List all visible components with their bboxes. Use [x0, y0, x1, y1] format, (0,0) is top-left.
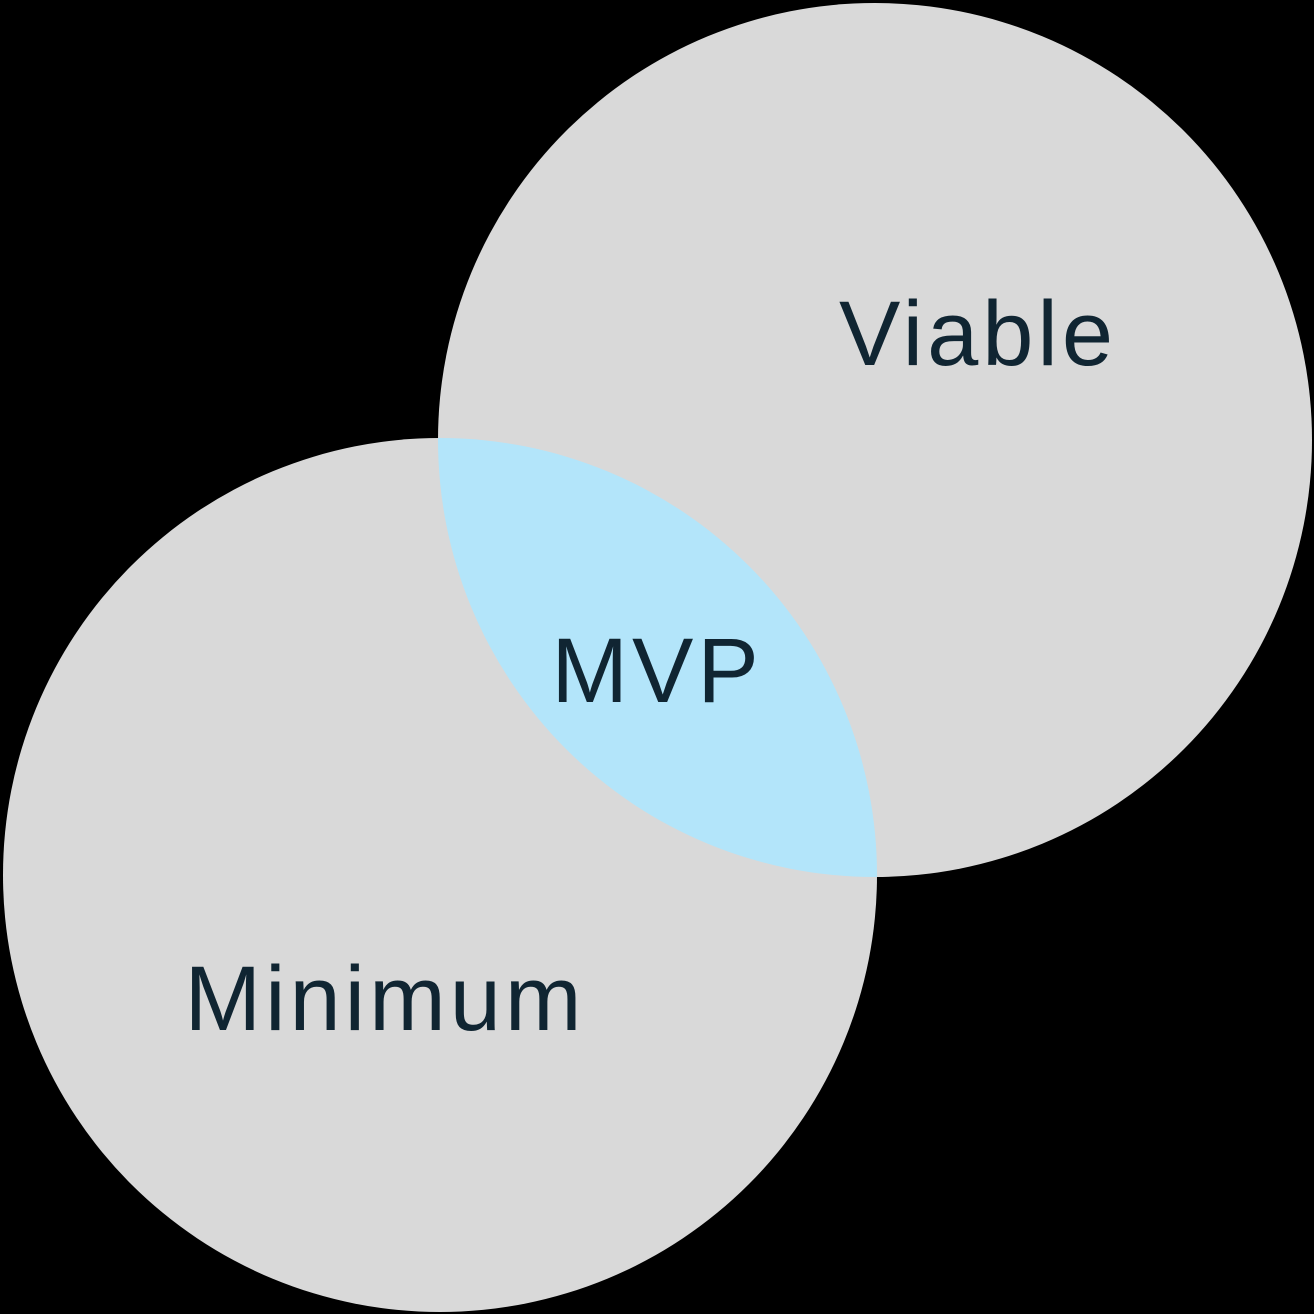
viable-label: Viable [839, 283, 1117, 385]
minimum-label: Minimum [184, 948, 585, 1050]
mvp-label: MVP [551, 620, 762, 722]
